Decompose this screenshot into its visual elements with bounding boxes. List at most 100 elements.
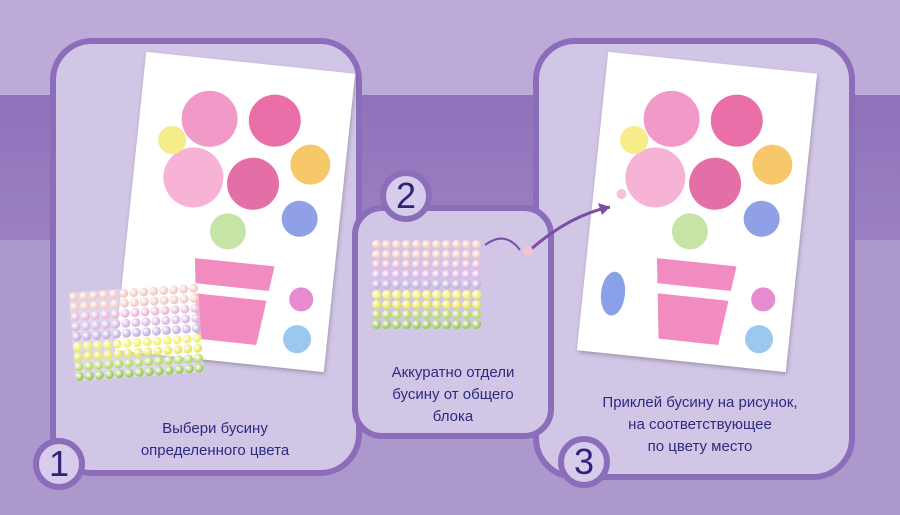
bead xyxy=(80,311,91,321)
bead xyxy=(472,300,481,309)
bead xyxy=(372,310,381,319)
bead xyxy=(402,320,411,329)
bead xyxy=(173,354,184,365)
bead xyxy=(422,260,431,269)
bead xyxy=(160,305,170,316)
bead xyxy=(472,320,481,329)
bead xyxy=(143,356,154,367)
bead xyxy=(432,320,441,329)
bead xyxy=(151,326,162,336)
bead xyxy=(153,356,164,366)
bead xyxy=(164,365,175,376)
bead xyxy=(392,280,401,289)
bead xyxy=(101,319,111,330)
bead xyxy=(452,260,461,269)
bead xyxy=(89,290,99,301)
bead xyxy=(372,290,381,299)
bead xyxy=(140,307,150,317)
bead xyxy=(412,250,421,259)
bead xyxy=(382,310,391,319)
bead xyxy=(192,333,202,344)
bead xyxy=(114,368,125,379)
bead xyxy=(432,240,441,249)
bead xyxy=(149,296,160,306)
bead xyxy=(121,318,131,329)
bead xyxy=(392,310,401,319)
bead xyxy=(83,361,94,371)
bead xyxy=(123,348,133,358)
bead xyxy=(432,310,441,319)
bead xyxy=(462,260,471,269)
bead xyxy=(89,300,100,311)
bead xyxy=(189,293,200,304)
single-bead-icon xyxy=(523,246,533,256)
bead xyxy=(392,320,401,329)
bead xyxy=(180,314,191,324)
bead xyxy=(442,280,451,289)
flower-bouquet-illustration-beaded xyxy=(600,90,793,354)
arrow-icon xyxy=(484,203,611,256)
bead xyxy=(160,315,171,326)
bead xyxy=(462,270,471,279)
bead xyxy=(98,289,109,300)
bead xyxy=(452,250,461,259)
bead xyxy=(150,316,161,326)
bead xyxy=(170,314,181,325)
bead xyxy=(72,341,83,352)
bead xyxy=(382,300,391,309)
bead xyxy=(148,286,159,297)
bead xyxy=(79,301,90,311)
bead xyxy=(93,350,103,361)
bead xyxy=(382,290,391,299)
bead xyxy=(452,320,461,329)
bead xyxy=(190,313,201,324)
bead xyxy=(93,360,104,371)
bead xyxy=(462,290,471,299)
bead xyxy=(183,354,194,364)
bead xyxy=(472,290,481,299)
bead xyxy=(452,280,461,289)
bead xyxy=(108,289,119,299)
bead xyxy=(128,287,139,298)
bead xyxy=(452,240,461,249)
bead xyxy=(392,270,401,279)
bead xyxy=(422,300,431,309)
bead xyxy=(372,320,381,329)
bead xyxy=(94,370,105,380)
bead xyxy=(90,310,101,321)
bead xyxy=(159,295,170,306)
bead xyxy=(144,366,155,377)
bead xyxy=(442,310,451,319)
bead xyxy=(452,290,461,299)
bead xyxy=(462,300,471,309)
bead xyxy=(372,260,381,269)
bead xyxy=(101,329,112,340)
bead xyxy=(142,336,152,347)
bead xyxy=(382,260,391,269)
bead xyxy=(169,294,180,305)
bead xyxy=(170,304,180,315)
bead xyxy=(472,240,481,249)
bead xyxy=(139,297,150,307)
bead xyxy=(432,280,441,289)
bead xyxy=(372,240,381,249)
bead xyxy=(103,359,114,370)
bead xyxy=(91,320,101,331)
bead xyxy=(442,290,451,299)
bead xyxy=(112,339,123,349)
bead xyxy=(194,363,204,374)
bead xyxy=(472,270,481,279)
bead xyxy=(111,329,122,339)
bead xyxy=(442,250,451,259)
bead xyxy=(113,359,124,369)
bead xyxy=(182,334,192,344)
flower-picture-card xyxy=(114,51,356,373)
bead xyxy=(134,367,145,378)
bead xyxy=(382,280,391,289)
bead xyxy=(402,250,411,259)
step-3-number: 3 xyxy=(558,436,610,488)
bead xyxy=(122,338,133,348)
bead xyxy=(442,300,451,309)
bead xyxy=(402,300,411,309)
bead xyxy=(191,323,202,334)
